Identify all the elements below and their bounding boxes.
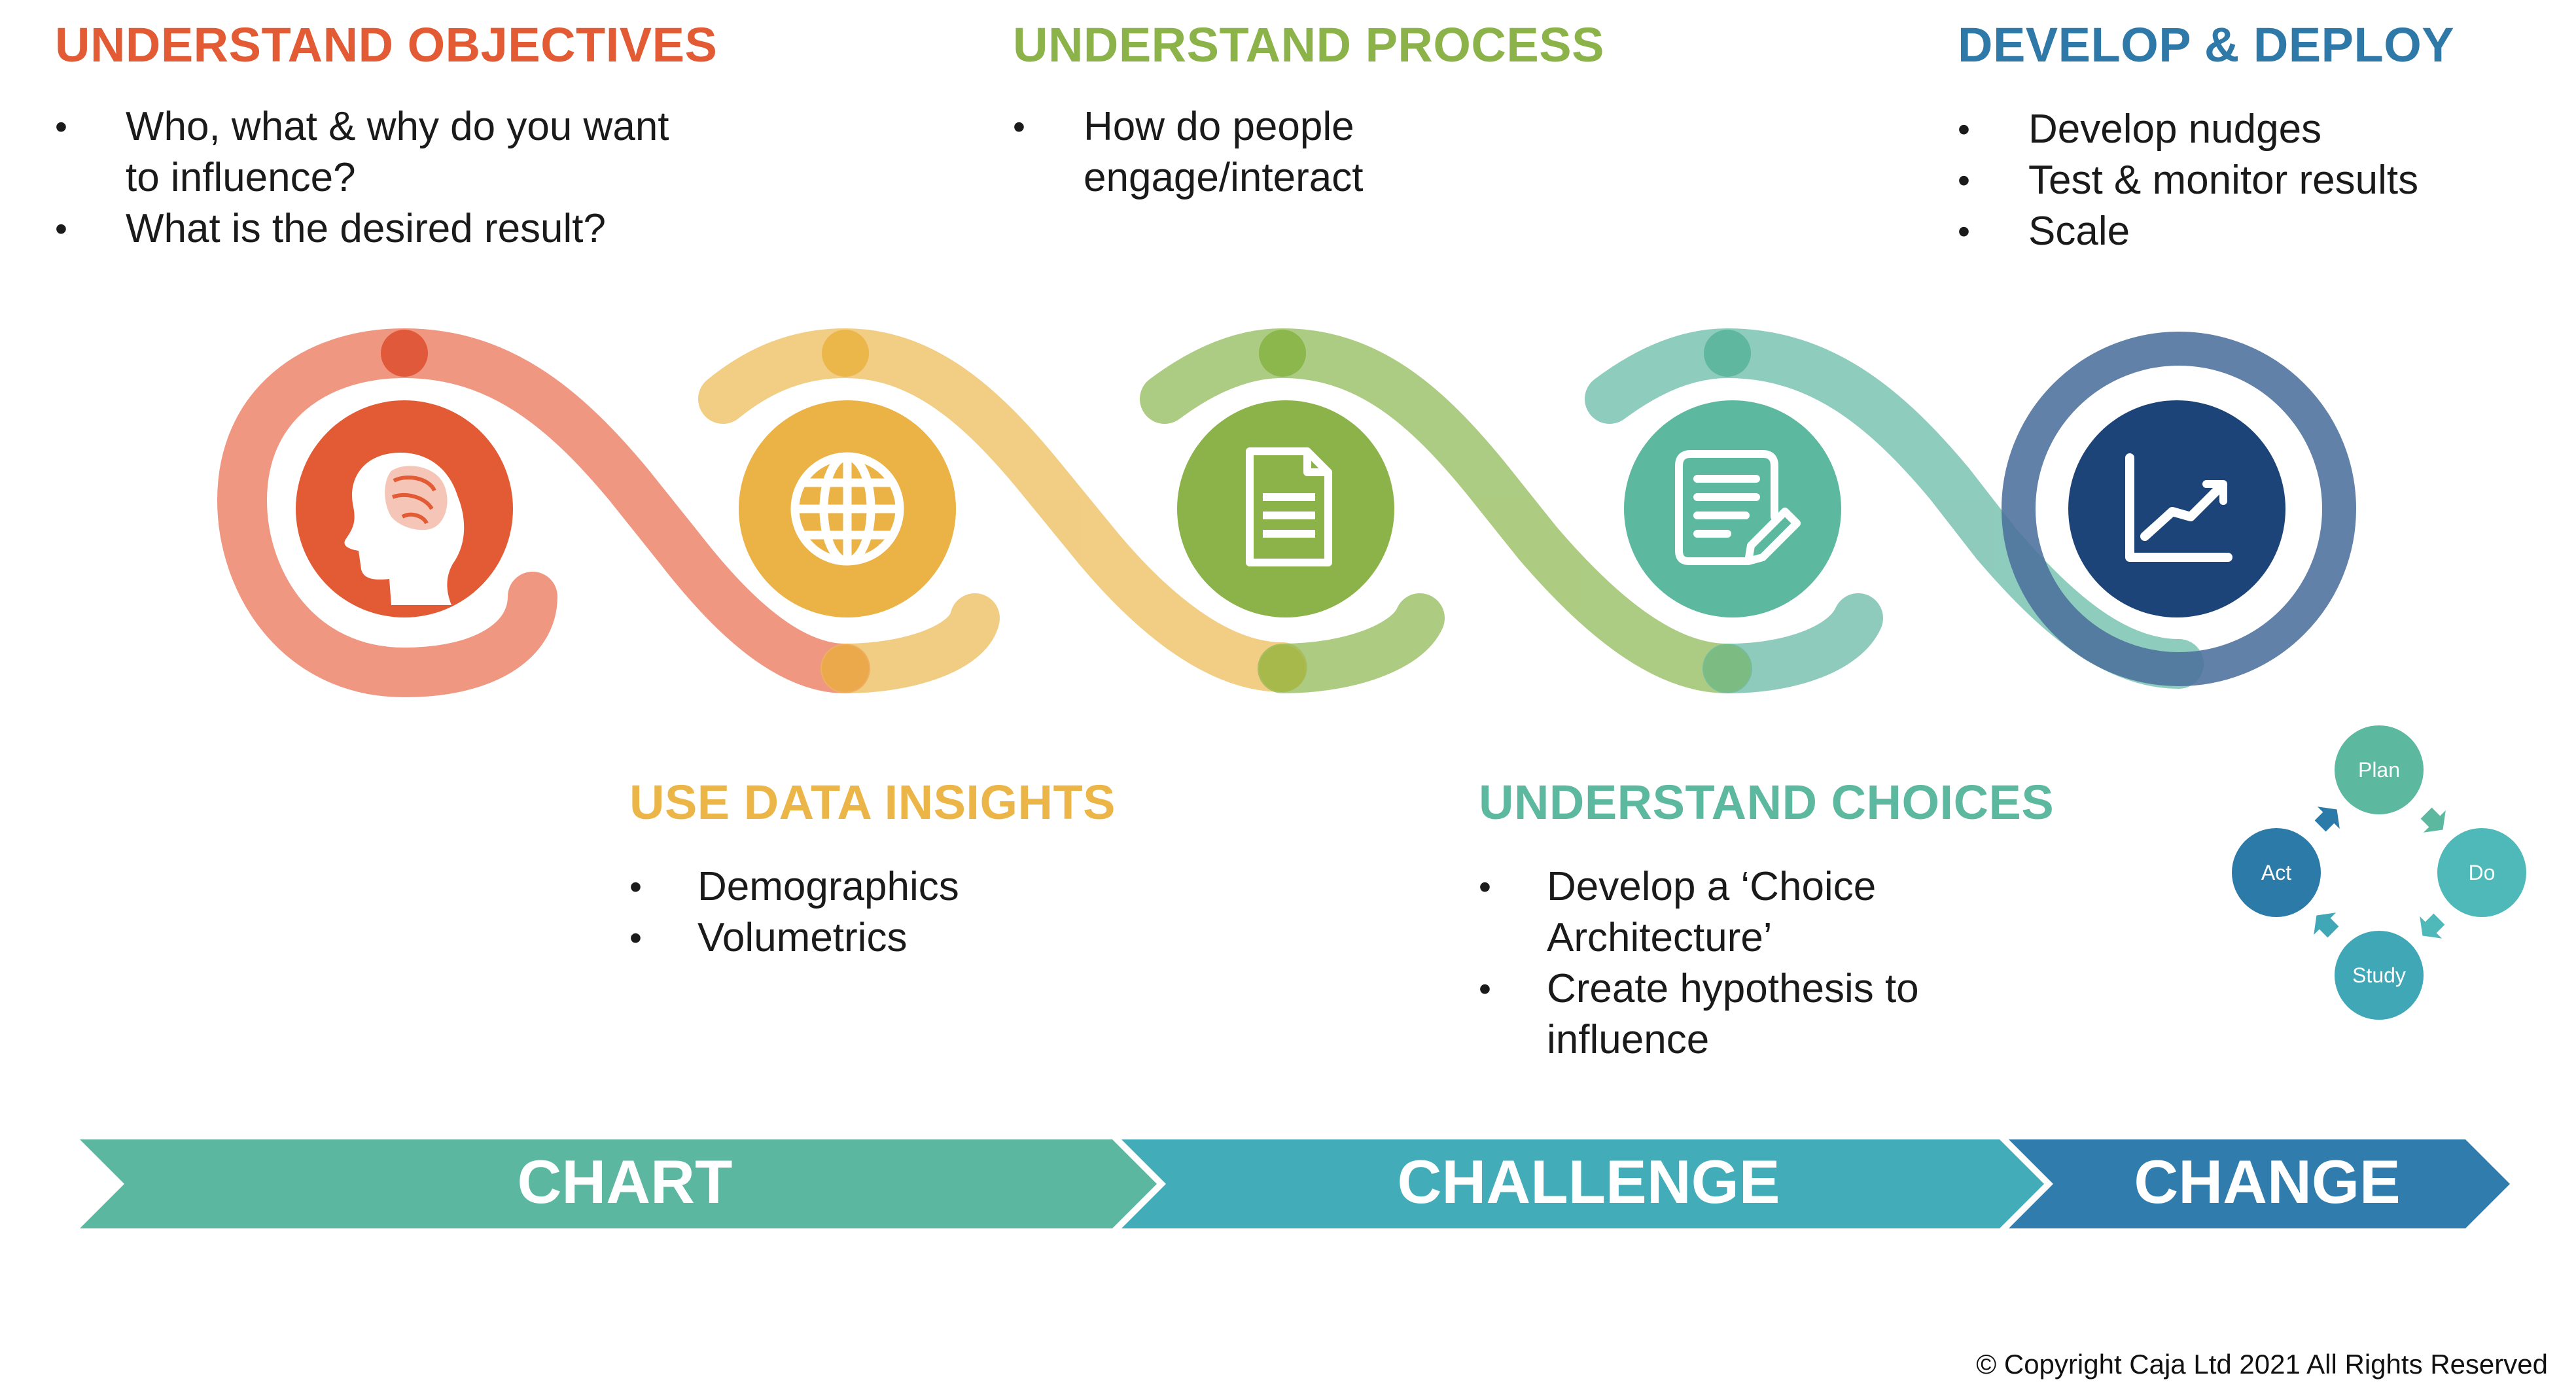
deploy-ring — [2002, 332, 2356, 686]
bullet-list: How do people engage/interact — [1013, 101, 1604, 203]
cycle-arrow-study-act — [2314, 912, 2339, 938]
cycle-node-plan: Plan — [2335, 725, 2424, 814]
bullet-list: Develop a ‘Choice Architecture’ Create h… — [1479, 861, 2054, 1066]
wave-band-choices — [1585, 328, 2204, 693]
bullet-item-continuation: Architecture’ — [1547, 915, 1773, 960]
cycle-label-act: Act — [2261, 861, 2291, 884]
bullet-list: Develop nudges Test & monitor results Sc… — [1958, 104, 2454, 257]
cycle-node-do: Do — [2437, 828, 2526, 917]
section-title: UNDERSTAND PROCESS — [1013, 18, 1604, 72]
bullet-item: Create hypothesis to — [1479, 963, 2054, 1015]
bullet-item: How do people — [1013, 101, 1604, 152]
globe-icon — [790, 452, 904, 566]
copyright-notice: © Copyright Caja Ltd 2021 All Rights Res… — [1976, 1349, 2548, 1379]
wave-joints — [381, 330, 1751, 692]
section-understand-process: UNDERSTAND PROCESS How do people engage/… — [1013, 17, 1604, 203]
wave-band-objectives — [217, 328, 870, 698]
cycle-label-plan: Plan — [2358, 758, 2400, 782]
bullet-item: What is the desired result? — [55, 203, 717, 254]
section-title: UNDERSTAND CHOICES — [1479, 775, 2055, 829]
wave-band-process — [1140, 328, 1752, 693]
section-develop-deploy: DEVELOP & DEPLOY Develop nudges Test & m… — [1958, 17, 2454, 257]
cycle-label-study: Study — [2352, 963, 2406, 987]
bullet-item-continuation: engage/interact — [1084, 155, 1364, 200]
section-title: UNDERSTAND OBJECTIVES — [55, 18, 718, 72]
phase-label-challenge: CHALLENGE — [1398, 1147, 1780, 1216]
bullet-list: Who, what & why do you want to influence… — [55, 101, 717, 254]
phase-label-chart: CHART — [518, 1147, 733, 1216]
bullet-item: Volumetrics — [629, 912, 1116, 963]
stage-circle-choices — [1624, 400, 1841, 617]
section-use-data-insights: USE DATA INSIGHTS Demographics Volumetri… — [629, 774, 1116, 963]
wave-band-data — [698, 328, 1307, 693]
bullet-item-continuation: influence — [1547, 1017, 1710, 1062]
cycle-arrow-do-study — [2420, 913, 2445, 939]
cycle-label-do: Do — [2469, 861, 2496, 884]
bullet-item: Test & monitor results — [1958, 155, 2454, 206]
cycle-node-act: Act — [2232, 828, 2321, 917]
cycle-node-study: Study — [2335, 931, 2424, 1020]
head-brain-icon — [344, 453, 465, 605]
cycle-arrow-plan-do — [2420, 807, 2446, 833]
document-icon — [1246, 447, 1332, 566]
phase-arrow-chart: CHART — [80, 1139, 1157, 1228]
phase-arrows: CHART CHALLENGE CHANGE — [80, 1139, 2510, 1228]
stage-circles — [296, 400, 2285, 617]
bullet-item: Develop nudges — [1958, 104, 2454, 155]
section-understand-objectives: UNDERSTAND OBJECTIVES Who, what & why do… — [55, 17, 717, 254]
chart-trend-icon — [2125, 453, 2232, 562]
section-title: USE DATA INSIGHTS — [629, 775, 1116, 829]
edit-document-icon — [1675, 450, 1801, 565]
cycle-arrow-act-plan — [2314, 807, 2340, 832]
section-understand-choices: UNDERSTAND CHOICES Develop a ‘Choice Arc… — [1479, 774, 2054, 1066]
bullet-list: Demographics Volumetrics — [629, 861, 1116, 963]
stage-circle-process — [1177, 400, 1394, 617]
bullet-item: Develop a ‘Choice — [1479, 861, 2054, 912]
bullet-item-continuation: to influence? — [126, 155, 356, 200]
stage-circle-objectives — [296, 400, 513, 617]
phase-arrow-challenge: CHALLENGE — [1121, 1139, 2044, 1228]
bullet-item: Who, what & why do you want — [55, 101, 717, 152]
stage-circle-develop — [2068, 400, 2285, 617]
bullet-item: Demographics — [629, 861, 1116, 912]
phase-label-change: CHANGE — [2134, 1147, 2400, 1216]
phase-arrow-change: CHANGE — [2009, 1139, 2510, 1228]
stage-circle-data — [739, 400, 956, 617]
bullet-item: Scale — [1958, 206, 2454, 257]
pdsa-cycle: Plan Do Study Act — [2232, 725, 2526, 1020]
section-title: DEVELOP & DEPLOY — [1958, 18, 2455, 72]
